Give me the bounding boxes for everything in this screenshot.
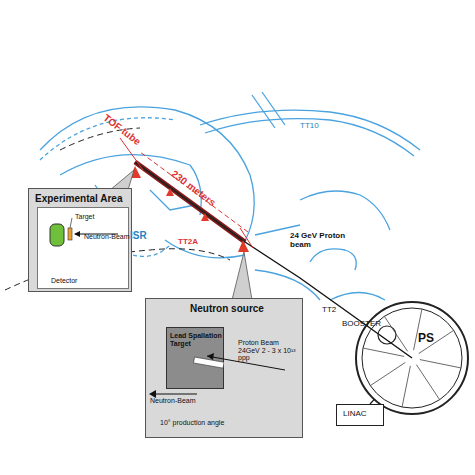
- box-label: LINAC: [343, 410, 383, 419]
- booster-ring: [378, 326, 396, 344]
- connector-line: [370, 399, 374, 404]
- ring-spoke: [370, 362, 405, 385]
- arrow-head: [74, 231, 80, 237]
- ring-spoke: [416, 365, 439, 400]
- ring-spoke: [420, 360, 461, 368]
- callout-wedge: [110, 170, 134, 190]
- tof-tube: [135, 162, 245, 242]
- angle-note: 10° production angle: [160, 419, 280, 427]
- isr-ring: [40, 107, 254, 258]
- ring-label: ISR: [130, 230, 160, 241]
- target-symbol: [68, 228, 72, 240]
- ring-outer: [356, 302, 468, 414]
- beam-label: Neutron-Beam: [84, 233, 132, 241]
- ring-spoke: [402, 366, 410, 407]
- box-title: Experimental Area: [35, 193, 131, 204]
- beam-spec: Proton Beam 24GeV 2 - 3 x 10¹³ ppp: [238, 339, 300, 362]
- target-label: Lead Spallation Target: [170, 332, 222, 347]
- source-drawing: [145, 298, 303, 438]
- lead-target: Lead Spallation Target: [166, 327, 224, 389]
- source-box: Lead Spallation Target Neutron sourceProt…: [145, 298, 303, 438]
- linac-box: LINAC: [336, 404, 384, 426]
- line-label: TT10: [300, 122, 334, 131]
- ring-spoke: [384, 316, 407, 351]
- arrow-head: [207, 353, 214, 360]
- ring-spoke: [363, 348, 404, 356]
- ring-spoke: [419, 330, 454, 353]
- leader-line: [70, 218, 72, 228]
- arrow-head: [149, 390, 156, 398]
- area-box: Experimental AreaTargetNeutron-BeamDetec…: [28, 188, 132, 292]
- line-label: TT2A: [178, 238, 212, 247]
- box-title: Neutron source: [190, 303, 300, 314]
- part-label: Target: [75, 213, 115, 221]
- ps-outline: [354, 300, 470, 416]
- line-label: TT2: [322, 306, 352, 315]
- beam-label: Neutron-Beam: [150, 397, 210, 405]
- dimension-line: [140, 152, 248, 232]
- beam-label: 24 GeV Proton beam: [290, 232, 352, 250]
- callout-wedge: [232, 252, 252, 300]
- detector-symbol: [50, 224, 64, 246]
- neutron-beam: [153, 393, 197, 394]
- machine-label: BOOSTER: [342, 320, 392, 329]
- ps-ring: PS: [354, 300, 470, 416]
- transfer-lines: [200, 92, 420, 300]
- marker-triangles: [130, 166, 249, 252]
- part-label: Detector: [51, 277, 101, 285]
- tof-tube-core: [135, 162, 245, 242]
- ring-label: PS: [418, 332, 448, 345]
